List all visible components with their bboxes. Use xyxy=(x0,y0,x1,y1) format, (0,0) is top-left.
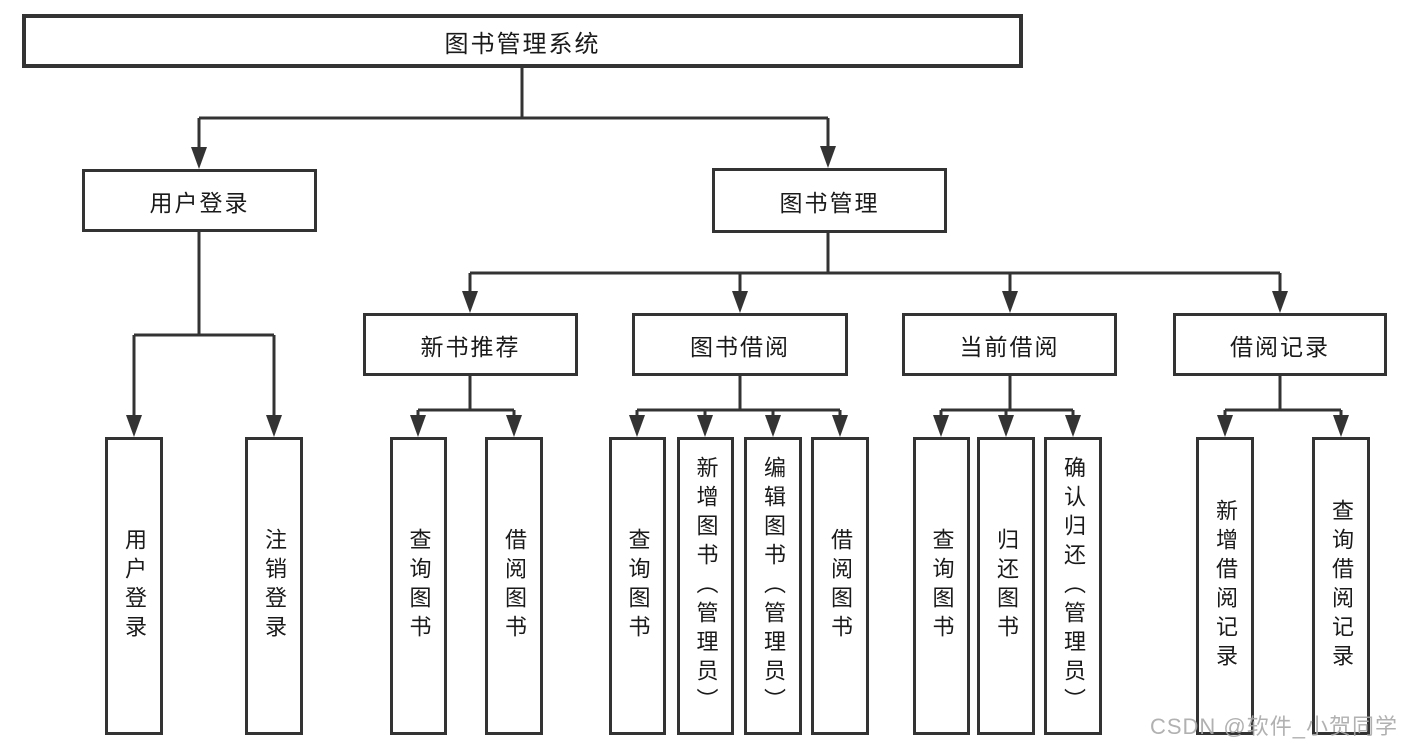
leaf-borrow-books-recommend: 借阅图书 xyxy=(485,437,543,735)
node-book-management: 图书管理 xyxy=(712,168,947,233)
leaf-logout: 注销登录 xyxy=(245,437,303,735)
leaf-label: 注销登录 xyxy=(262,528,287,644)
leaf-label: 查询图书 xyxy=(406,528,432,644)
leaf-label: 编辑图书（管理员） xyxy=(761,455,786,717)
leaf-label: 新增借阅记录 xyxy=(1213,499,1238,673)
leaf-user-login: 用户登录 xyxy=(105,437,163,735)
leaf-edit-books-admin: 编辑图书（管理员） xyxy=(744,437,802,735)
leaf-borrow-books: 借阅图书 xyxy=(811,437,869,735)
leaf-return-books: 归还图书 xyxy=(977,437,1035,735)
leaf-label: 借阅图书 xyxy=(502,528,527,644)
leaf-add-books-admin: 新增图书（管理员） xyxy=(677,437,734,735)
leaf-label: 查询图书 xyxy=(929,528,955,644)
leaf-label: 查询图书 xyxy=(625,528,651,644)
leaf-label: 查询借阅记录 xyxy=(1329,499,1354,673)
leaf-add-borrow-record: 新增借阅记录 xyxy=(1196,437,1254,735)
leaf-confirm-return-admin: 确认归还（管理员） xyxy=(1044,437,1102,735)
node-label: 用户登录 xyxy=(149,189,250,216)
node-book-management-system: 图书管理系统 xyxy=(22,14,1023,68)
node-new-book-recommendation: 新书推荐 xyxy=(363,313,578,376)
node-label: 图书借阅 xyxy=(690,333,790,360)
leaf-label: 新增图书（管理员） xyxy=(693,455,719,717)
node-label: 当前借阅 xyxy=(959,333,1060,360)
leaf-query-books-current: 查询图书 xyxy=(913,437,970,735)
node-book-borrowing: 图书借阅 xyxy=(632,313,848,376)
leaf-label: 用户登录 xyxy=(122,528,147,644)
node-current-borrowing: 当前借阅 xyxy=(902,313,1117,376)
node-user-login: 用户登录 xyxy=(82,169,317,232)
leaf-label: 确认归还（管理员） xyxy=(1061,455,1086,717)
csdn-watermark: CSDN @软件_小贺同学 xyxy=(1149,714,1398,739)
leaf-query-borrow-record: 查询借阅记录 xyxy=(1312,437,1370,735)
leaf-label: 借阅图书 xyxy=(828,528,853,644)
node-label: 新书推荐 xyxy=(420,333,521,360)
node-label: 借阅记录 xyxy=(1230,333,1330,360)
node-label: 图书管理系统 xyxy=(444,30,601,58)
node-label: 图书管理 xyxy=(779,189,880,216)
leaf-query-books-recommend: 查询图书 xyxy=(390,437,447,735)
leaf-query-books-borrow: 查询图书 xyxy=(609,437,666,735)
leaf-label: 归还图书 xyxy=(994,528,1019,644)
node-borrowing-records: 借阅记录 xyxy=(1173,313,1387,376)
